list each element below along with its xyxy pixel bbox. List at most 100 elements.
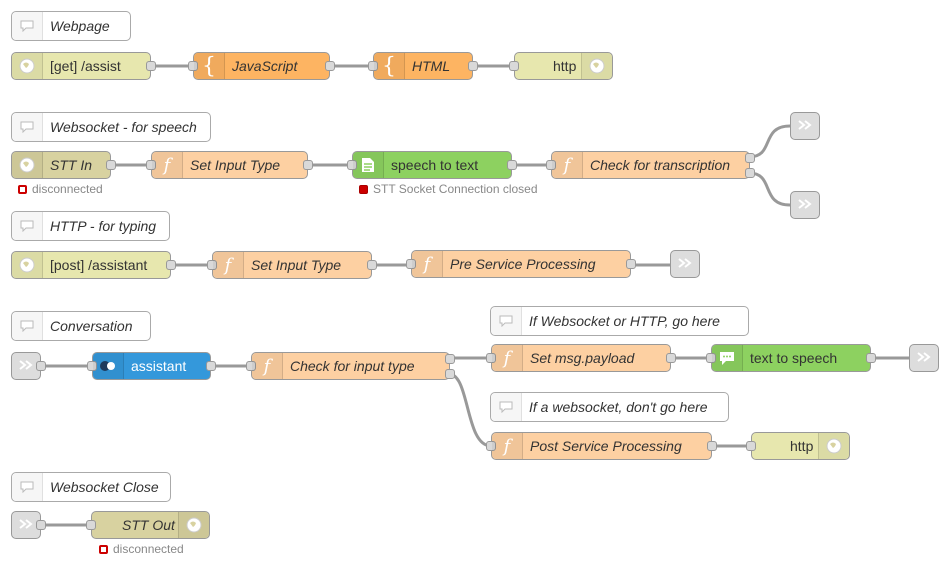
output-port[interactable] (166, 260, 176, 270)
output-port[interactable] (507, 160, 517, 170)
link-arrow-icon (18, 517, 34, 534)
input-port[interactable] (368, 61, 378, 71)
function-node-check-for-transcription[interactable]: f Check for transcription (546, 151, 755, 179)
comment-label: Webpage (50, 18, 110, 34)
node-label: STT Out (122, 517, 175, 533)
comment-websocket-speech[interactable]: Websocket - for speech (11, 112, 211, 142)
link-out-node-2[interactable] (790, 191, 820, 219)
input-port[interactable] (146, 160, 156, 170)
output-port[interactable] (367, 260, 377, 270)
comment-ws-or-http[interactable]: If Websocket or HTTP, go here (490, 306, 749, 336)
input-port[interactable] (509, 61, 519, 71)
link-in-node-websocket-close[interactable] (11, 511, 46, 539)
comment-label: If Websocket or HTTP, go here (529, 313, 720, 329)
globe-icon (581, 53, 612, 79)
node-label: Pre Service Processing (450, 256, 596, 272)
input-port[interactable] (746, 441, 756, 451)
output-port[interactable] (303, 160, 313, 170)
node-label: Check for input type (290, 358, 415, 374)
template-node-javascript[interactable]: { JavaScript (188, 52, 335, 80)
output-port[interactable] (206, 361, 216, 371)
node-label: Post Service Processing (530, 438, 682, 454)
speech-bubble-icon (491, 307, 522, 335)
websocket-out-node-stt-out[interactable]: STT Out (86, 511, 210, 539)
comment-conversation[interactable]: Conversation (11, 311, 151, 341)
watson-node-assistant[interactable]: assistant (87, 352, 216, 380)
link-arrow-icon (677, 256, 693, 273)
link-out-node-3[interactable] (670, 250, 700, 278)
output-port-2[interactable] (445, 369, 455, 379)
speech-bubble-icon (12, 12, 43, 40)
function-node-set-input-type-1[interactable]: f Set Input Type (146, 151, 313, 179)
node-label: assistant (131, 358, 187, 374)
link-out-node-1[interactable] (790, 112, 820, 140)
comment-webpage[interactable]: Webpage (11, 11, 131, 41)
output-port-2[interactable] (745, 168, 755, 178)
output-port[interactable] (666, 353, 676, 363)
output-port[interactable] (468, 61, 478, 71)
function-node-set-input-type-2[interactable]: f Set Input Type (207, 251, 377, 279)
function-node-post-service-processing[interactable]: f Post Service Processing (486, 432, 717, 460)
link-in-node-conversation[interactable] (11, 352, 46, 380)
input-port[interactable] (486, 441, 496, 451)
http-in-node-get-assist[interactable]: [get] /assist (11, 52, 156, 80)
status-ring-icon (99, 544, 108, 554)
node-label: Set msg.payload (530, 350, 635, 366)
output-port[interactable] (626, 259, 636, 269)
input-port[interactable] (207, 260, 217, 270)
node-label: http (790, 438, 814, 454)
websocket-in-node-stt-in[interactable]: STT In (11, 151, 116, 179)
status-text: STT Socket Connection closed (373, 182, 538, 196)
input-port[interactable] (246, 361, 256, 371)
comment-if-websocket[interactable]: If a websocket, don't go here (490, 392, 729, 422)
output-port[interactable] (36, 520, 46, 530)
curly-brace-icon: { (374, 53, 405, 79)
node-label: STT In (50, 157, 93, 173)
output-port[interactable] (146, 61, 156, 71)
http-response-node-2[interactable]: http (746, 432, 850, 460)
watson-node-text-to-speech[interactable]: text to speech (706, 344, 876, 372)
function-node-check-for-input-type[interactable]: f Check for input type (246, 352, 455, 380)
output-port[interactable] (325, 61, 335, 71)
node-label: Check for transcription (590, 157, 731, 173)
function-node-set-msg-payload[interactable]: f Set msg.payload (486, 344, 676, 372)
status-text: disconnected (113, 542, 184, 556)
output-port[interactable] (106, 160, 116, 170)
watson-node-speech-to-text[interactable]: speech to text (347, 151, 517, 179)
input-port[interactable] (406, 259, 416, 269)
input-port[interactable] (706, 353, 716, 363)
node-label: JavaScript (232, 58, 298, 74)
link-out-node-4[interactable] (909, 344, 939, 372)
template-node-html[interactable]: { HTML (368, 52, 478, 80)
function-icon: f (152, 152, 183, 178)
globe-icon (12, 252, 43, 278)
comment-label: Websocket Close (50, 479, 159, 495)
http-in-node-post-assistant[interactable]: [post] /assistant (11, 251, 176, 279)
output-port[interactable] (707, 441, 717, 451)
node-label: text to speech (750, 350, 838, 366)
output-port-1[interactable] (445, 354, 455, 364)
http-response-node-1[interactable]: http (509, 52, 613, 80)
output-port[interactable] (866, 353, 876, 363)
curly-brace-icon: { (194, 53, 225, 79)
function-icon: f (252, 353, 283, 379)
input-port[interactable] (486, 353, 496, 363)
input-port[interactable] (546, 160, 556, 170)
input-port[interactable] (347, 160, 357, 170)
output-port[interactable] (36, 361, 46, 371)
node-label: speech to text (391, 157, 479, 173)
globe-icon (818, 433, 849, 459)
input-port[interactable] (86, 520, 96, 530)
input-port[interactable] (188, 61, 198, 71)
input-port[interactable] (87, 361, 97, 371)
comment-websocket-close[interactable]: Websocket Close (11, 472, 171, 502)
speech-bubble-icon (12, 473, 43, 501)
function-icon: f (552, 152, 583, 178)
watson-icon (93, 353, 124, 379)
globe-icon (178, 512, 209, 538)
function-node-pre-service-processing[interactable]: f Pre Service Processing (406, 250, 636, 278)
output-port-1[interactable] (745, 153, 755, 163)
comment-http-typing[interactable]: HTTP - for typing (11, 211, 170, 241)
function-icon: f (213, 252, 244, 278)
node-label: [get] /assist (50, 58, 121, 74)
